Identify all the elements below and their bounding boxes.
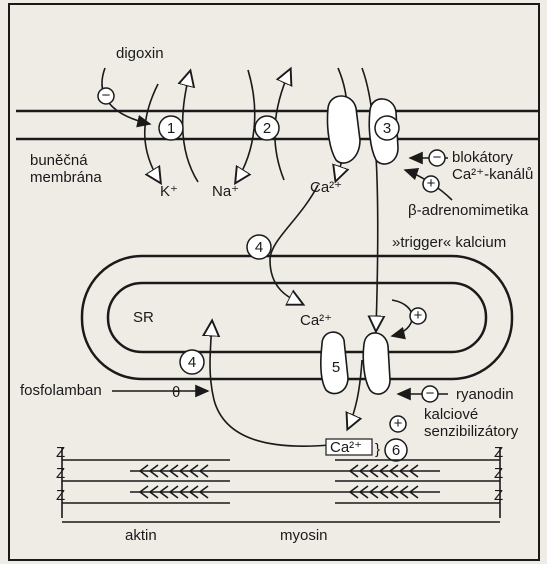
- ryanodine-5-number: 5: [332, 359, 340, 376]
- blockers-label-line1: blokátory: [452, 149, 513, 166]
- cell-membrane-label-line2: membrána: [30, 169, 102, 186]
- ryanodine-5-marker: 5: [332, 359, 340, 376]
- z-line-label-right-1: Z: [494, 444, 503, 461]
- trigger-activate-sign: +: [414, 307, 423, 324]
- pump-1-marker: 1: [159, 116, 183, 140]
- sarcomere: Z Z Z Z Z Z aktin myosin: [56, 444, 503, 544]
- sensitizers-label-line1: kalciové: [424, 406, 478, 423]
- z-line-label-right-3: Z: [494, 487, 503, 504]
- serca-upper-number: 4: [255, 239, 263, 256]
- calcium-brace: }: [375, 441, 380, 458]
- blockers-inhibit-sign: −: [433, 149, 442, 166]
- sr-label: SR: [133, 309, 154, 326]
- sensitizers-label-line2: senzibilizátory: [424, 423, 519, 440]
- cell-membrane-label-line1: buněčná: [30, 152, 88, 169]
- pump-2-marker: 2: [255, 116, 279, 140]
- z-line-label-right-2: Z: [494, 465, 503, 482]
- serca-lower-number: 4: [188, 354, 196, 371]
- serca-upper-marker: 4: [247, 235, 271, 259]
- channel-3-marker: 3: [375, 116, 399, 140]
- beta-agonists-activate-sign: +: [427, 175, 436, 192]
- sensitizers-activate-sign: +: [394, 415, 403, 432]
- pump-2-number: 2: [263, 120, 271, 137]
- channel-3-number: 3: [383, 120, 391, 137]
- phospholamban-inhibit-sign: θ: [172, 384, 180, 401]
- calcium-label-sr: Ca²⁺: [300, 312, 332, 329]
- serca-lower-marker: 4: [180, 350, 204, 374]
- blockers-label-line2: Ca²⁺-kanálů: [452, 166, 533, 183]
- z-line-label-left-1: Z: [56, 444, 65, 461]
- myosin-label: myosin: [280, 527, 328, 544]
- digoxin-inhibit-sign: −: [102, 87, 111, 104]
- ca-reuptake-arrow-lower: [210, 322, 330, 446]
- ca-release-arrow: [348, 360, 362, 428]
- trigger-calcium-label: »trigger« kalcium: [392, 234, 506, 251]
- beta-agonists-label: β-adrenomimetika: [408, 202, 529, 219]
- z-line-label-left-2: Z: [56, 465, 65, 482]
- digoxin-label: digoxin: [116, 45, 164, 62]
- ca-uptake-arrow-upper: [270, 185, 318, 304]
- sensitizer-6-marker: 6: [385, 439, 407, 461]
- sodium-label: Na⁺: [212, 183, 239, 200]
- trigger-activation-group: +: [392, 300, 426, 336]
- cytosolic-calcium-group: Ca²⁺ }: [326, 439, 380, 458]
- phospholamban-label: fosfolamban: [20, 382, 102, 399]
- z-line-label-left-3: Z: [56, 487, 65, 504]
- calcium-sensitizers-group: + kalciové senzibilizátory: [390, 406, 519, 440]
- potassium-label: K⁺: [160, 183, 178, 200]
- actin-label: aktin: [125, 527, 157, 544]
- sensitizer-6-number: 6: [392, 442, 400, 459]
- phospholamban-group: fosfolamban θ: [20, 382, 208, 401]
- calcium-label-top: Ca²⁺: [310, 179, 342, 196]
- pump-1-number: 1: [167, 120, 175, 137]
- calcium-label-bottom: Ca²⁺: [330, 439, 362, 456]
- ryanodine-group: − ryanodin: [398, 385, 514, 403]
- ryanodine-inhibit-sign: −: [426, 385, 435, 402]
- ryanodine-label: ryanodin: [456, 386, 514, 403]
